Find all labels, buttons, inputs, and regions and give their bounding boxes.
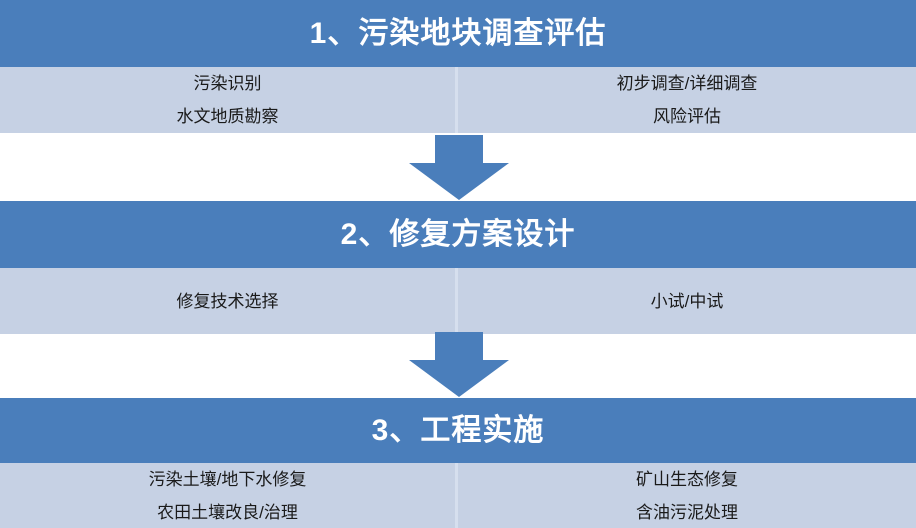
stage-1-right-item-1: 初步调查/详细调查 (616, 74, 758, 93)
stage-1-right-column: 初步调查/详细调查 风险评估 (458, 67, 916, 133)
stage-3-left-column: 污染土壤/地下水修复 农田土壤改良/治理 (0, 463, 458, 528)
stage-3-right-item-1: 矿山生态修复 (636, 469, 738, 489)
stage-3-right-column: 矿山生态修复 含油污泥处理 (458, 463, 916, 528)
stage-1-header: 1、污染地块调查评估 (0, 0, 916, 67)
stage-3-body: 污染土壤/地下水修复 农田土壤改良/治理 矿山生态修复 含油污泥处理 (0, 463, 916, 528)
stage-2-right-item-1: 小试/中试 (650, 291, 724, 311)
stage-1-left-item-1: 污染识别 (193, 74, 262, 93)
stage-3-left-item-2: 农田土壤改良/治理 (157, 502, 298, 522)
stage-2-header: 2、修复方案设计 (0, 201, 916, 268)
stage-1: 1、污染地块调查评估 污染识别 水文地质勘察 初步调查/详细调查 风险评估 (0, 0, 916, 133)
stage-1-body: 污染识别 水文地质勘察 初步调查/详细调查 风险评估 (0, 67, 916, 133)
arrow-down-icon-2 (409, 332, 509, 397)
stage-3: 3、工程实施 污染土壤/地下水修复 农田土壤改良/治理 矿山生态修复 含油污泥处… (0, 398, 916, 528)
stage-1-left-item-2: 水文地质勘察 (176, 107, 279, 126)
arrow-down-icon-1 (409, 135, 509, 200)
stage-1-right-item-2: 风险评估 (653, 107, 721, 126)
stage-2-body: 修复技术选择 小试/中试 (0, 268, 916, 334)
stage-3-left-item-1: 污染土壤/地下水修复 (148, 469, 307, 489)
stage-1-left-column: 污染识别 水文地质勘察 (0, 67, 458, 133)
stage-2: 2、修复方案设计 修复技术选择 小试/中试 (0, 201, 916, 334)
stage-2-right-column: 小试/中试 (458, 268, 916, 334)
stage-3-right-item-2: 含油污泥处理 (636, 502, 738, 522)
stage-3-header: 3、工程实施 (0, 398, 916, 463)
stage-2-left-item-1: 修复技术选择 (176, 291, 279, 311)
stage-2-left-column: 修复技术选择 (0, 268, 458, 334)
